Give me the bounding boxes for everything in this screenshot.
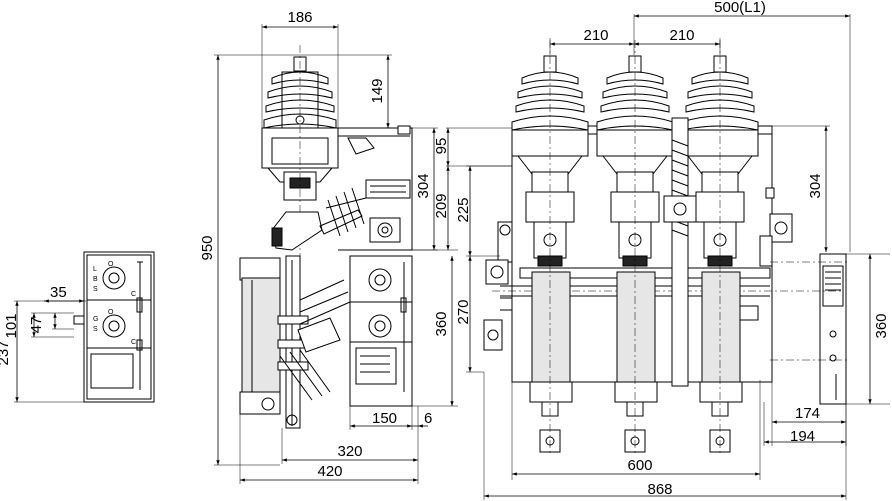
dim-35: 35 xyxy=(50,284,67,301)
dim-194: 194 xyxy=(790,428,815,445)
side-fuse xyxy=(241,277,281,397)
dim-320: 320 xyxy=(337,443,362,460)
side-insulator xyxy=(261,45,339,260)
side-operating-box xyxy=(369,217,401,243)
dim-225: 225 xyxy=(455,197,472,222)
pole-3 xyxy=(681,40,759,455)
dim-360-right: 360 xyxy=(873,313,890,338)
label-o-b: O xyxy=(108,309,114,316)
small-control-panel: L B S G S O C O C xyxy=(73,251,155,403)
dim-304-right: 304 xyxy=(807,173,824,198)
label-b: B xyxy=(93,276,98,283)
label-l: L xyxy=(93,266,97,273)
label-g: G xyxy=(93,316,98,323)
label-s: S xyxy=(93,286,98,293)
dim-600: 600 xyxy=(627,457,652,474)
dim-209: 209 xyxy=(433,193,450,218)
dim-420: 420 xyxy=(317,463,342,480)
dim-237: 237 xyxy=(0,340,12,365)
side-view xyxy=(239,45,413,429)
small-panel-outline xyxy=(83,251,155,403)
label-c-a: C xyxy=(131,291,136,298)
dim-6: 6 xyxy=(424,410,432,427)
side-view-dimensions: 186 149 950 304 360 150 6 320 420 xyxy=(199,9,458,484)
side-frame xyxy=(338,125,413,251)
dim-95: 95 xyxy=(433,138,450,155)
side-blade xyxy=(271,187,367,251)
dim-150: 150 xyxy=(372,410,397,427)
dim-270: 270 xyxy=(455,299,472,324)
side-front-panel xyxy=(349,255,413,407)
front-view xyxy=(483,40,850,455)
dim-868: 868 xyxy=(647,481,672,498)
dim-950: 950 xyxy=(199,235,216,260)
small-panel-dimensions: 35 101 47 237 xyxy=(0,284,86,403)
dim-186: 186 xyxy=(287,9,312,26)
label-c-b: C xyxy=(131,339,136,346)
dim-149: 149 xyxy=(369,78,386,103)
front-right-mechanism xyxy=(739,187,793,321)
lbs-indicator xyxy=(102,266,126,290)
dim-210-a: 210 xyxy=(583,27,608,44)
dim-47: 47 xyxy=(28,317,45,334)
front-left-mechanism xyxy=(483,221,513,351)
small-panel-window xyxy=(90,353,134,389)
dim-174: 174 xyxy=(795,405,820,422)
front-view-dimensions: 500(L1) 210 210 95 209 225 270 304 360 6… xyxy=(433,0,890,500)
gs-indicator xyxy=(102,314,126,338)
label-o-a: O xyxy=(108,261,114,268)
dim-101: 101 xyxy=(3,313,20,338)
side-terminal-strip xyxy=(365,179,411,199)
dim-210-b: 210 xyxy=(669,27,694,44)
dim-500-l1: 500(L1) xyxy=(714,0,766,16)
rear-side-panel xyxy=(770,253,850,405)
side-fuse-body xyxy=(239,255,351,429)
pole-2 xyxy=(596,40,674,455)
dim-360-mid: 360 xyxy=(433,311,450,336)
label-s2: S xyxy=(93,326,98,333)
pole-1 xyxy=(511,40,589,455)
dim-304-left: 304 xyxy=(415,173,432,198)
front-spring-mechanism xyxy=(663,117,697,387)
small-panel-inner xyxy=(86,254,152,400)
